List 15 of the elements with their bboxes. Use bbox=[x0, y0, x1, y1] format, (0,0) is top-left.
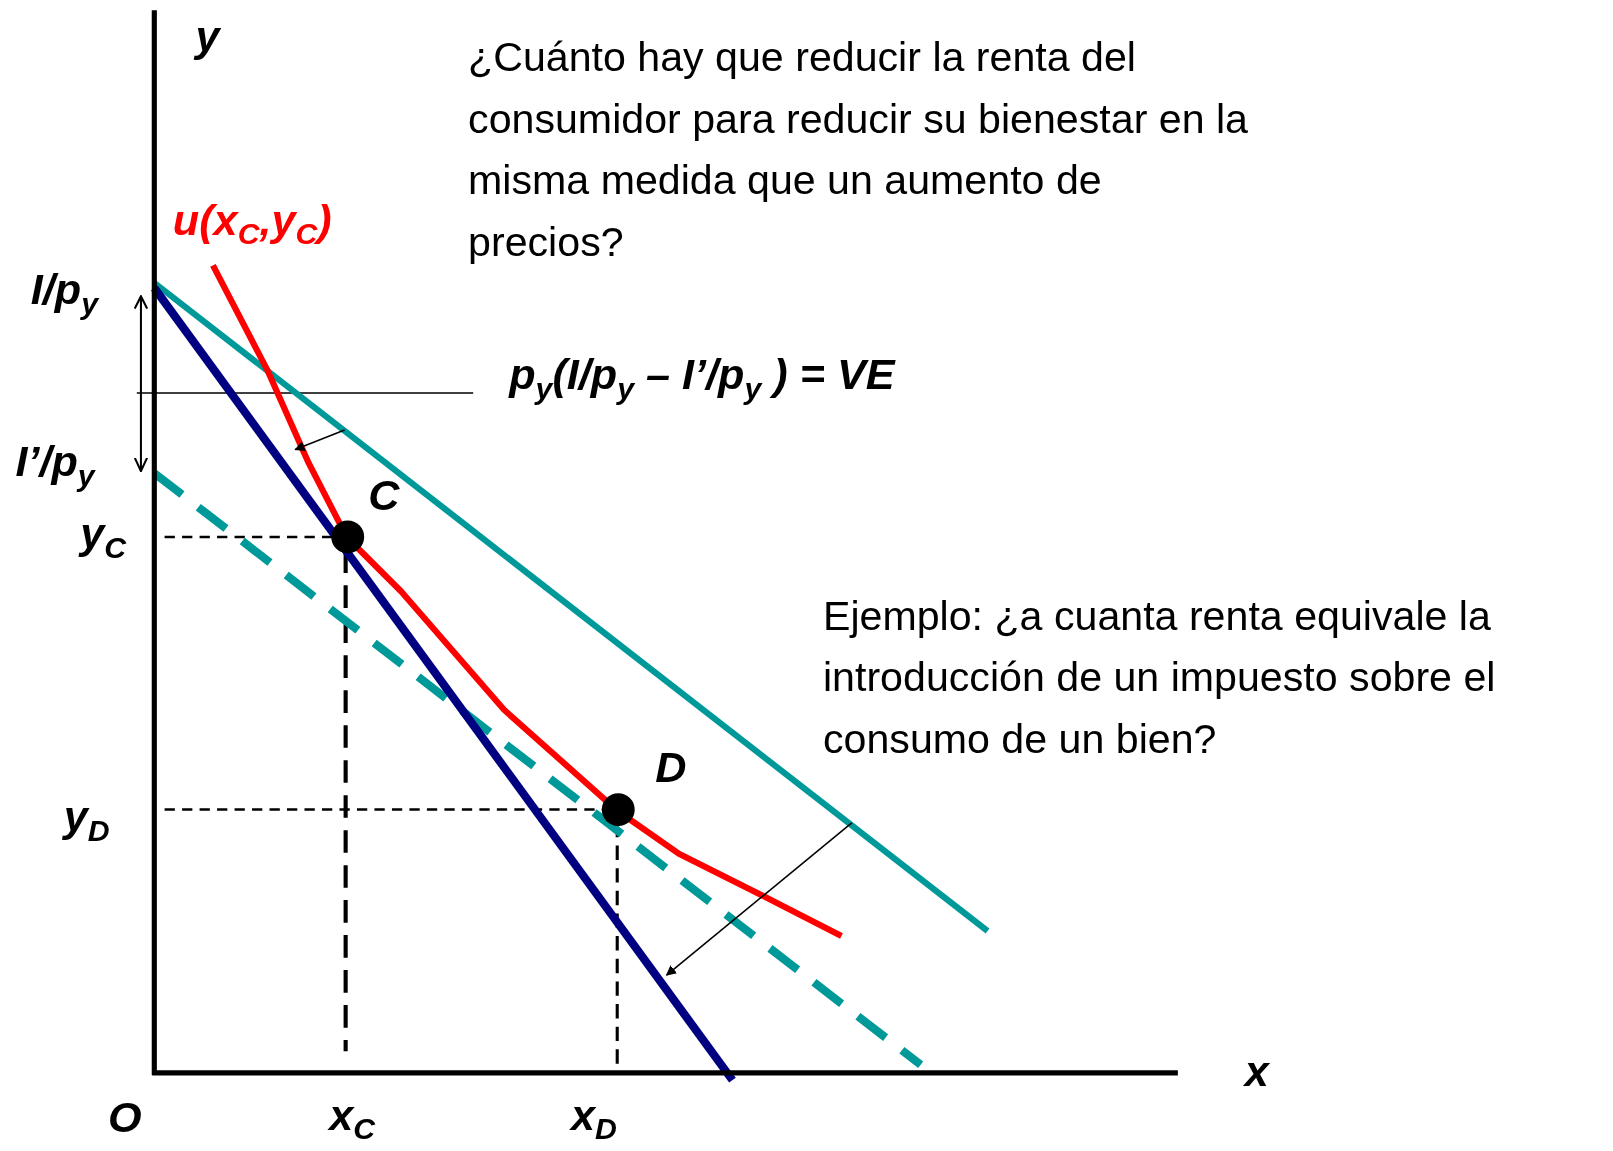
point-label: D bbox=[655, 742, 687, 793]
axis-value-label: I/p$_{y}$ bbox=[30, 265, 99, 322]
point-label: C bbox=[368, 471, 400, 521]
axis-value-label: x$_{C}$ bbox=[329, 1090, 376, 1147]
origin-label: O bbox=[108, 1092, 142, 1142]
axis-label: y bbox=[195, 12, 220, 62]
question-text: ¿Cuánto hay que reducir la renta del consumidor para reducir su bienestar en la misma medida que un aumento de precios? bbox=[468, 32, 1249, 267]
axis-value-label: y$_{D}$ bbox=[63, 792, 110, 849]
axis-value-label: I’/p$_{y}$ bbox=[15, 437, 95, 494]
axis-value-label: y$_{C}$ bbox=[80, 509, 127, 566]
axis-value-label: x$_{D}$ bbox=[570, 1090, 617, 1147]
axis-label: x bbox=[1244, 1047, 1269, 1097]
curve-label: u(x$_{C}$,y$_{C}$) bbox=[172, 195, 332, 252]
formula-label: p$_{y}$(I/p$_{y}$ – I’/p$_{y}$ ) = VE bbox=[509, 349, 895, 406]
example-text: Ejemplo: ¿a cuanta renta equivale la introducción de un impuesto sobre el consumo de un bien? bbox=[822, 591, 1497, 764]
